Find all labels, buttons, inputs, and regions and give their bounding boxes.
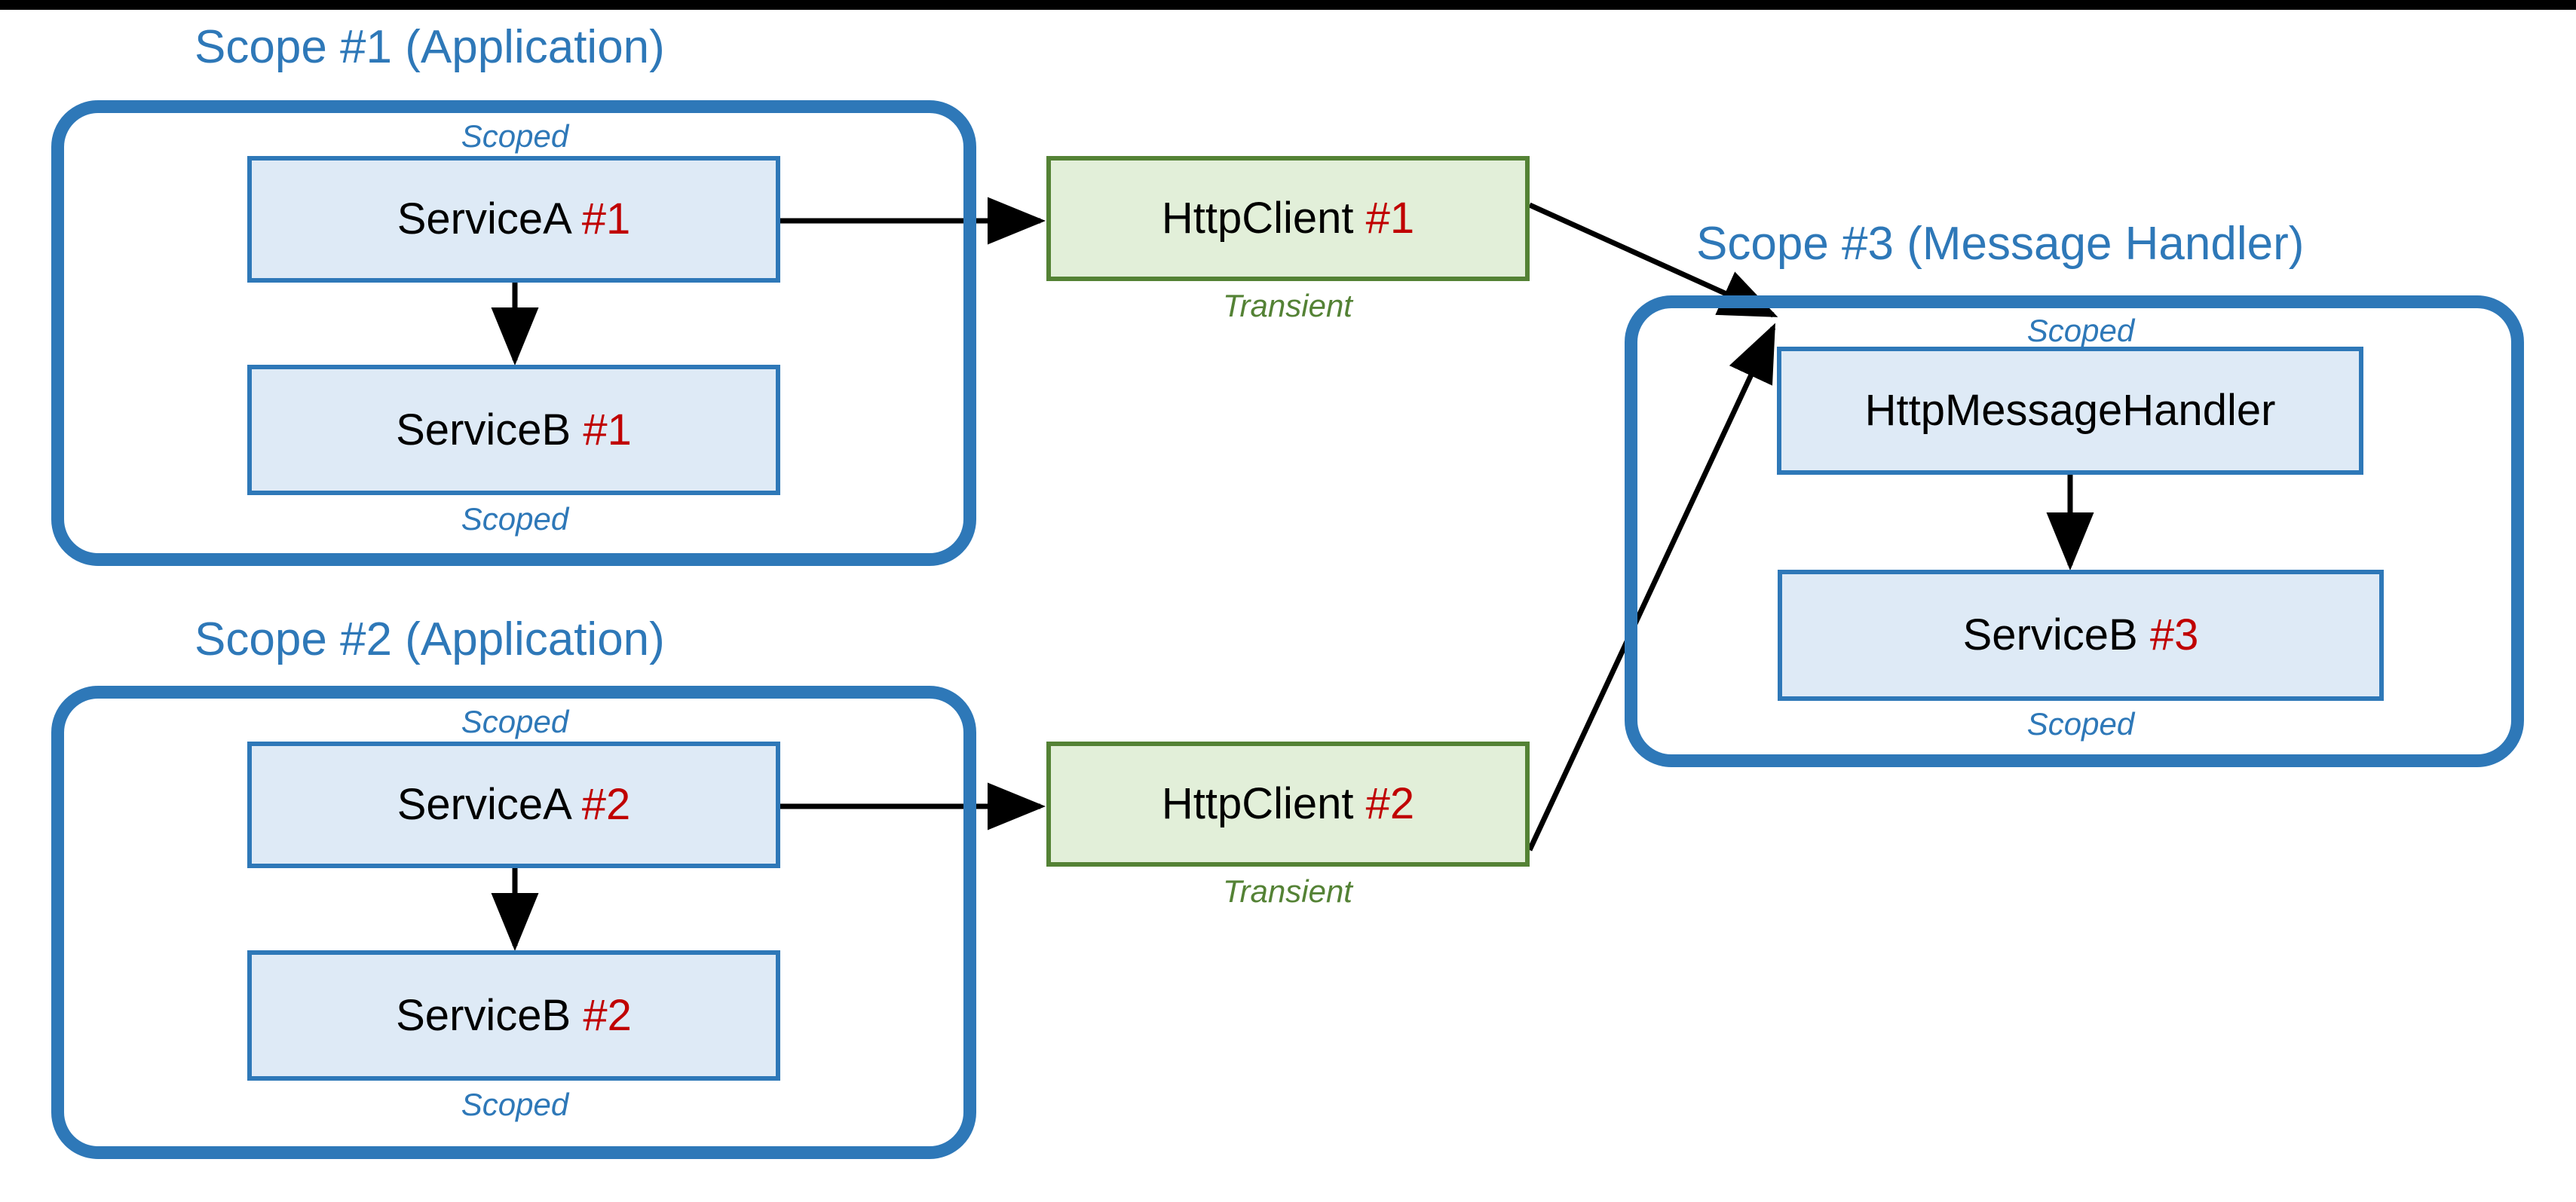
service-b-3-lifetime-label: Scoped: [2026, 706, 2135, 742]
service-a-1-lifetime-label: Scoped: [461, 118, 569, 154]
http-client-2-lifetime-label: Transient: [1223, 873, 1352, 909]
service-a-2-label: ServiceA #2: [397, 780, 631, 829]
service-a-1-label: ServiceA #1: [397, 194, 631, 243]
top-black-bar: [0, 0, 2576, 10]
service-b-2-label: ServiceB #2: [396, 990, 632, 1040]
http-client-1-lifetime-label: Transient: [1223, 288, 1352, 323]
http-message-handler-box: HttpMessageHandler: [1777, 347, 2363, 475]
http-message-handler-lifetime-label: Scoped: [2026, 313, 2135, 348]
service-b-1-label: ServiceB #1: [396, 405, 632, 454]
service-a-2-box: ServiceA #2: [247, 742, 780, 868]
scope-1-container: [51, 100, 976, 566]
service-a-1-box: ServiceA #1: [247, 156, 780, 283]
scope-3-container: [1625, 295, 2524, 767]
scope-3-title: Scope #3 (Message Handler): [1696, 218, 2305, 270]
http-client-1-label: HttpClient #1: [1161, 194, 1415, 243]
scope-1-title: Scope #1 (Application): [195, 21, 665, 73]
service-a-2-lifetime-label: Scoped: [461, 704, 569, 739]
service-b-2-lifetime-label: Scoped: [461, 1087, 569, 1122]
http-client-1-box: HttpClient #1: [1046, 156, 1530, 281]
service-b-1-lifetime-label: Scoped: [461, 501, 569, 537]
service-b-3-box: ServiceB #3: [1778, 570, 2384, 701]
http-message-handler-label: HttpMessageHandler: [1864, 386, 2276, 435]
http-client-2-label: HttpClient #2: [1161, 779, 1415, 828]
scope-2-title: Scope #2 (Application): [195, 613, 665, 665]
service-b-3-label: ServiceB #3: [1962, 610, 2199, 659]
service-b-2-box: ServiceB #2: [247, 950, 780, 1081]
http-client-2-box: HttpClient #2: [1046, 742, 1530, 867]
scope-2-container: [51, 686, 976, 1159]
service-b-1-box: ServiceB #1: [247, 365, 780, 495]
